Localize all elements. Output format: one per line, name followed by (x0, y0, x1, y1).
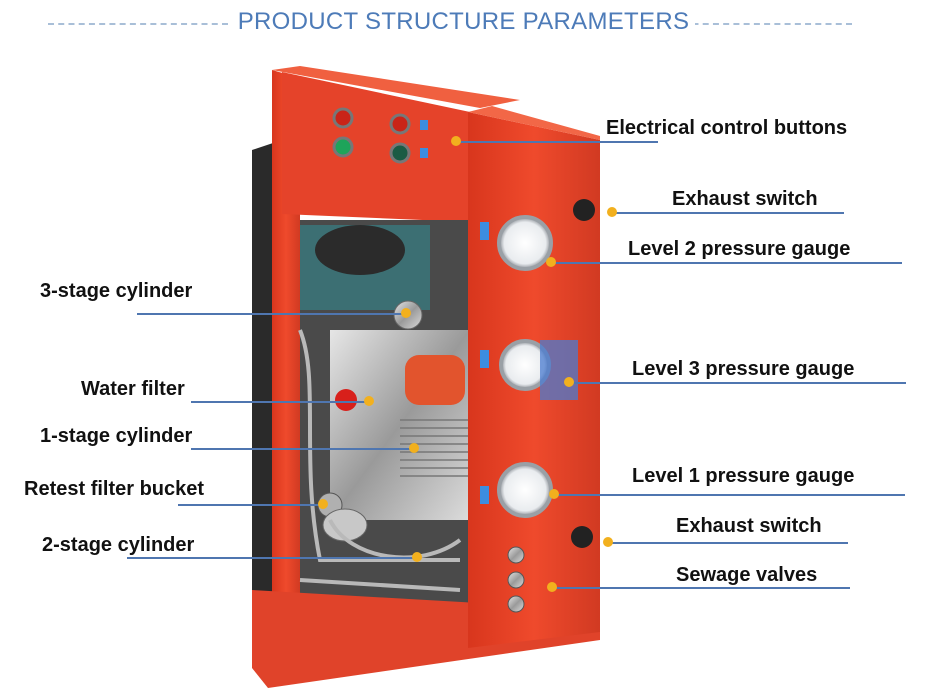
page-title-text: PRODUCT STRUCTURE PARAMETERS (231, 8, 696, 35)
callout-label-level-2-gauge: Level 2 pressure gauge (628, 238, 851, 260)
water-filter-cap (335, 389, 357, 411)
dot-exhaust-switch-top (607, 207, 617, 217)
panel-tag-3 (480, 486, 489, 504)
dot-retest-filter-bucket (318, 499, 328, 509)
leader-level-1-gauge (557, 494, 905, 496)
callout-label-retest-filter-bucket: Retest filter bucket (24, 478, 205, 500)
level-2-gauge (497, 215, 553, 271)
motor-end (315, 225, 405, 275)
callout-label-water-filter: Water filter (81, 378, 185, 400)
callout-label-2-stage-cylinder: 2-stage cylinder (42, 534, 195, 556)
dot-level-2-gauge (546, 257, 556, 267)
callout-label-sewage-valves: Sewage valves (676, 564, 818, 586)
sewage-valve-3 (507, 595, 525, 613)
callout-label-level-1-gauge: Level 1 pressure gauge (632, 465, 855, 487)
dot-2-stage-cylinder (412, 552, 422, 562)
sewage-valve-2 (507, 571, 525, 589)
control-box-top (272, 66, 520, 108)
orange-cylinder-cap (405, 355, 465, 405)
dot-level-1-gauge (549, 489, 559, 499)
callout-label-exhaust-switch-top: Exhaust switch (672, 188, 818, 210)
indicator-green-2 (389, 142, 411, 164)
panel-tag-2 (480, 350, 489, 368)
front-panel-side (468, 106, 600, 140)
left-frame (272, 70, 300, 668)
exhaust-knob-bottom (571, 526, 593, 548)
label-plate-2 (420, 148, 428, 158)
dot-electrical-control-buttons (451, 136, 461, 146)
callout-label-1-stage-cylinder: 1-stage cylinder (40, 425, 193, 447)
dot-3-stage-cylinder (401, 308, 411, 318)
dot-water-filter (364, 396, 374, 406)
control-box (282, 72, 470, 222)
indicator-red-1 (332, 107, 354, 129)
leader-sewage-valves (554, 587, 850, 589)
dot-level-3-gauge (564, 377, 574, 387)
leader-exhaust-switch-top (614, 212, 844, 214)
callout-label-3-stage-cylinder: 3-stage cylinder (40, 280, 193, 302)
level-1-gauge (497, 462, 553, 518)
leader-exhaust-switch-bottom (610, 542, 848, 544)
panel-tag-1 (480, 222, 489, 240)
page-title: PRODUCT STRUCTURE PARAMETERS (0, 8, 927, 36)
leader-level-2-gauge (554, 262, 902, 264)
label-plate-1 (420, 120, 428, 130)
title-divider-left (48, 23, 228, 25)
callout-label-exhaust-switch-bottom: Exhaust switch (676, 515, 822, 537)
dot-1-stage-cylinder (409, 443, 419, 453)
sewage-valve-1 (507, 546, 525, 564)
piping (298, 329, 462, 592)
leader-water-filter (191, 401, 369, 403)
leader-electrical-control-buttons (458, 141, 658, 143)
level-3-valve-block (540, 340, 578, 400)
leader-level-3-gauge (572, 382, 906, 384)
dot-exhaust-switch-bottom (603, 537, 613, 547)
leader-3-stage-cylinder (137, 313, 405, 315)
callout-label-electrical-control-buttons: Electrical control buttons (606, 117, 848, 139)
dot-sewage-valves (547, 582, 557, 592)
callout-label-level-3-gauge: Level 3 pressure gauge (632, 358, 855, 380)
exhaust-knob-top (573, 199, 595, 221)
title-row: PRODUCT STRUCTURE PARAMETERS (0, 0, 927, 52)
indicator-green-1 (332, 136, 354, 158)
leader-retest-filter-bucket (178, 504, 326, 506)
indicator-red-2 (389, 113, 411, 135)
leader-1-stage-cylinder (191, 448, 413, 450)
leader-2-stage-cylinder (127, 557, 419, 559)
title-divider-right (672, 23, 852, 25)
